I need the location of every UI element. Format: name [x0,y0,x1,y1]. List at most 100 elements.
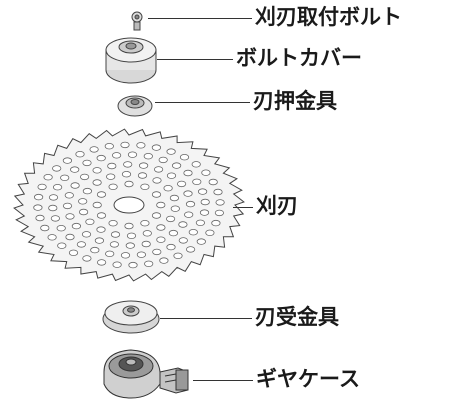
blade-hole [213,188,223,196]
blade-hole [96,226,106,233]
blade-hole [177,180,187,188]
blade-hole [121,170,132,178]
blade-hole [159,257,169,264]
blade-hole [173,252,183,259]
label-blade-receiver: 刃受金具 [255,305,339,329]
blade-hole [144,260,154,267]
blade-hole [141,240,151,248]
blade-hole [108,219,118,227]
blade-hole [112,261,122,268]
blade-hole [70,182,80,189]
blade-hole [152,248,162,256]
blade-hole [199,209,210,216]
blade-hole [140,183,150,190]
blade-hole [107,162,117,170]
blade-hole [48,194,59,201]
blade-hole [191,161,201,168]
blade-hole [120,252,131,259]
blade-hole [56,224,66,232]
leader-line-blade-holder [155,102,250,103]
blade-hole [82,159,92,167]
blade-hole [57,242,67,249]
blade-hole [183,169,193,177]
blade-hole [110,231,121,238]
blade-hole [208,178,218,186]
blade-hole [37,183,47,191]
blade-drawing [13,128,245,282]
blade-hole [120,141,130,149]
blade-hole [124,222,134,230]
leader-line-blade [233,207,253,208]
blade-hole [126,232,137,239]
leader-line-blade-receiver [160,318,252,319]
blade-hole [81,231,92,238]
label-gear-case: ギヤケース [256,367,360,391]
blade-hole [60,174,70,181]
blade-hole [198,188,208,195]
blade-holder-drawing [117,95,153,117]
blade-hole [65,233,75,241]
label-blade: 刈刃 [256,194,298,218]
blade-hole [48,204,58,212]
blade-hole [137,172,148,179]
blade-hole [35,214,45,222]
blade-hole [106,173,116,180]
blade-hole [185,200,196,208]
blade-hole [156,224,166,231]
blade-hole [104,142,114,150]
blade-hole [136,251,146,258]
blade-hole [97,259,107,266]
mount-bolt-drawing [131,11,143,31]
blade-hole [80,173,90,181]
blade-hole [172,162,182,169]
leader-line-mount-bolt [148,18,252,19]
blade-hole [65,213,75,220]
blade-hole [112,152,122,159]
blade-hole [151,191,162,198]
blade-hole [136,142,146,149]
blade-hole [127,151,138,158]
blade-hole [109,241,120,248]
blade-hole [139,162,149,169]
blade-hole [201,169,211,176]
blade-hole [33,204,43,211]
blade-hole [92,167,102,174]
label-blade-holder: 刃押金具 [253,89,337,113]
blade-hole [79,208,89,216]
blade-hole [183,190,193,197]
blade-hole [166,215,176,223]
blade-hole [70,166,80,173]
blade-hole [166,172,177,179]
blade-hole [166,243,176,251]
blade-hole [142,230,152,237]
blade-hole [43,173,53,181]
blade-hole [163,184,173,192]
label-bolt-cover: ボルトカバー [236,46,362,70]
blade-hole [85,218,95,225]
blade-hole [188,228,198,236]
blade-hole [156,201,166,209]
blade-receiver-drawing [102,300,160,334]
blade-hole [158,156,168,164]
blade-hole [166,148,176,155]
leader-line-gear-case [193,380,253,381]
blade-hole [92,179,102,186]
blade-hole [140,219,150,227]
blade-hole [169,194,179,202]
blade-hole [156,236,166,243]
label-mount-bolt: 刈刃取付ボルト [255,5,402,29]
blade-hole [168,229,178,237]
bolt-cover-drawing [105,37,157,84]
blade-hole [154,166,164,173]
blade-hole [33,193,44,201]
blade-hole [89,146,99,153]
blade-hole [211,219,221,227]
blade-hole [92,201,102,209]
blade-hole [152,177,162,184]
leader-line-bolt-cover [157,59,233,60]
blade-hole [195,219,205,226]
blade-hole [52,183,63,191]
blade-hole [143,152,153,160]
blade-hole [179,153,190,161]
